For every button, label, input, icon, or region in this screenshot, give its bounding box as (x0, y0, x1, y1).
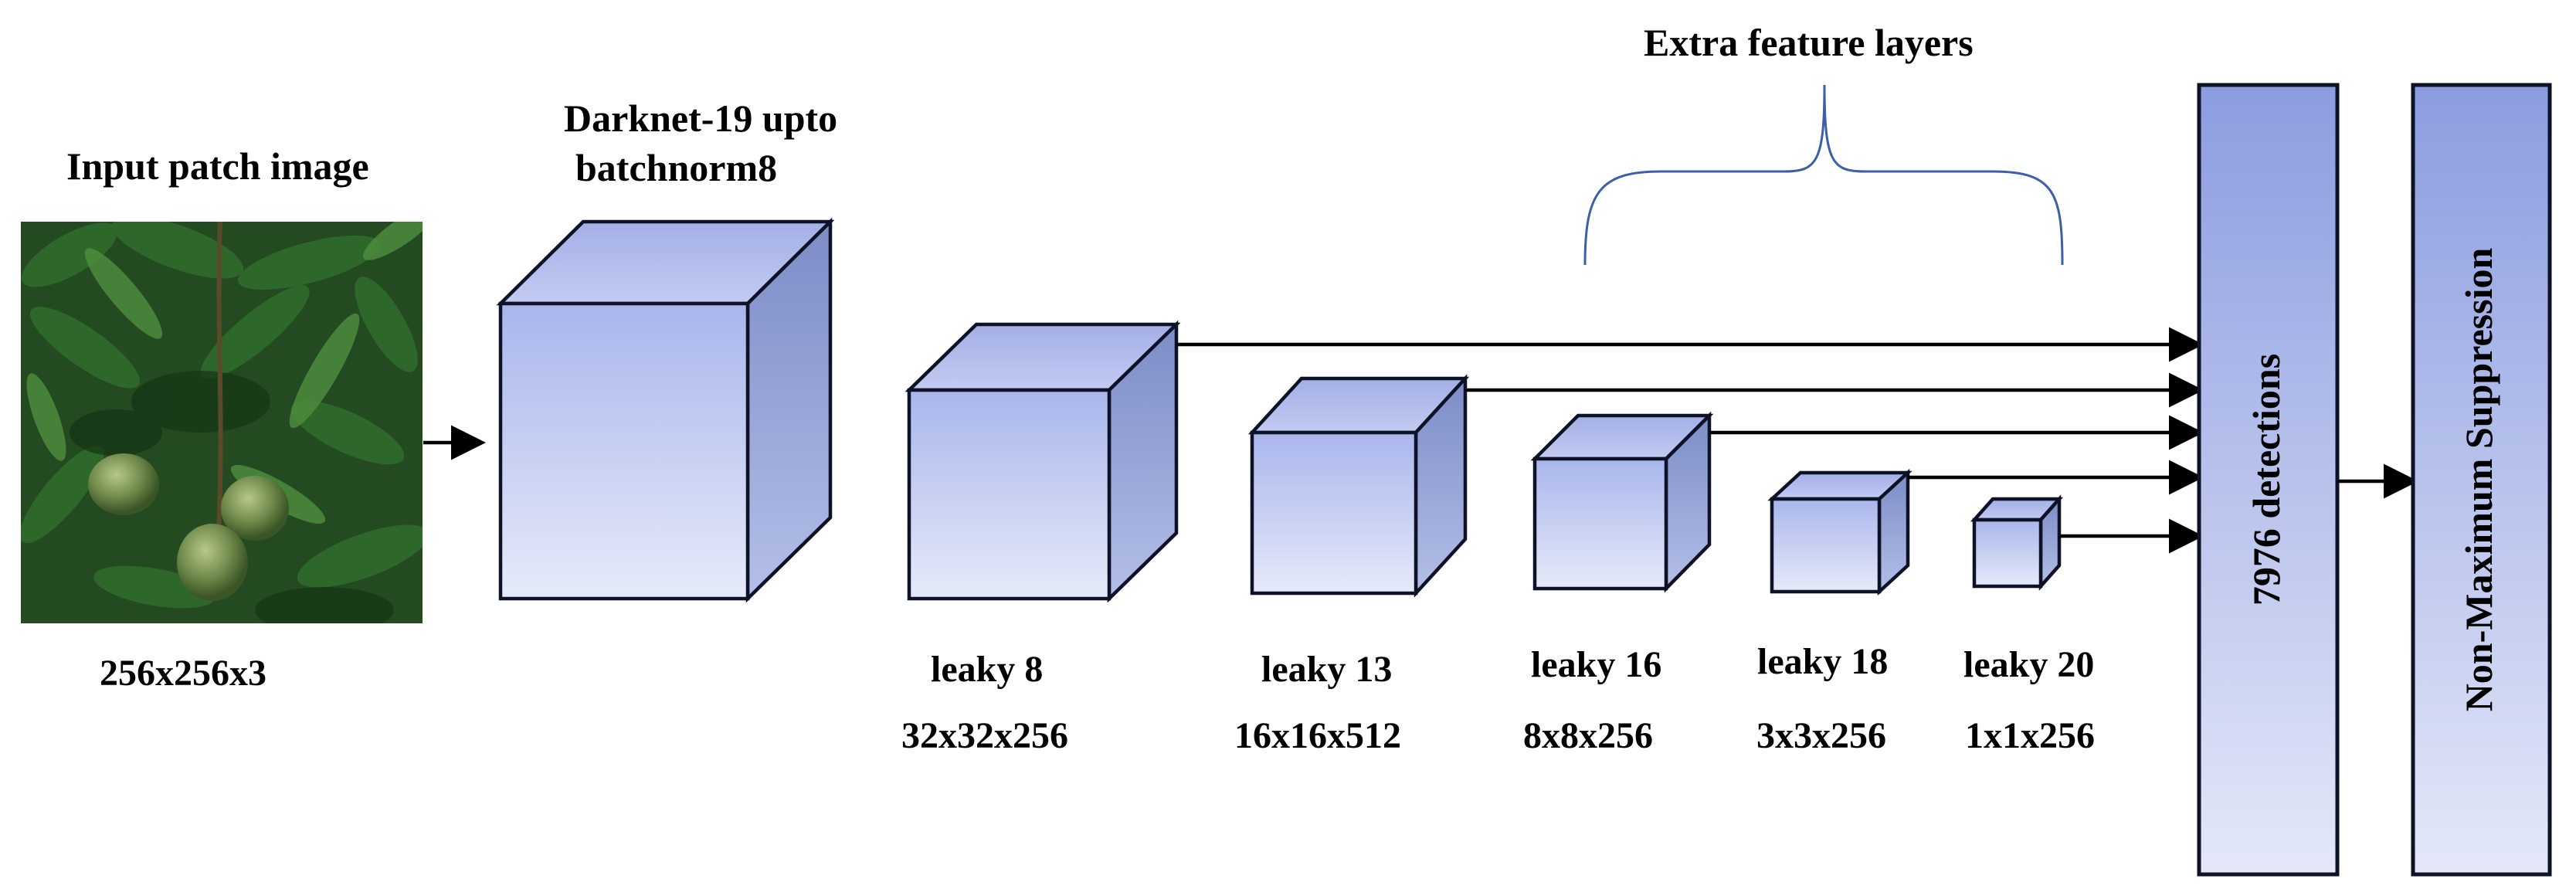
detections-bar (2197, 83, 2340, 877)
leaky-18-cube-front (1770, 497, 1882, 594)
input-title: Input patch image (66, 144, 369, 188)
layer-cube-leaky-13 (1247, 374, 1470, 598)
layer-cube-leaky-8 (904, 320, 1181, 603)
input-patch-image (21, 222, 423, 623)
leaky-8-cube-front (907, 388, 1112, 601)
leaky-20-cube-front (1972, 518, 2043, 589)
input-dims: 256x256x3 (100, 653, 266, 694)
layer-label-leaky-18: leaky 18 (1757, 641, 1888, 682)
nms-label: Non-Maximum Suppression (2457, 248, 2500, 712)
layer-label-leaky-8: leaky 8 (931, 649, 1043, 690)
detections-label: 7976 detections (2245, 354, 2288, 606)
backbone-title-line1: Darknet-19 upto (564, 97, 837, 140)
nms-bar (2411, 83, 2552, 877)
layer-label-leaky-20: leaky 20 (1963, 644, 2094, 685)
layer-cube-leaky-20 (1970, 494, 2064, 591)
leaky-16-cube-front (1532, 456, 1668, 591)
extra-feature-layers-brace (1583, 84, 2064, 266)
layer-label-leaky-16: leaky 16 (1531, 644, 1661, 685)
backbone-title-line2: batchnorm8 (575, 146, 777, 189)
layer-cube-leaky-18 (1767, 468, 1912, 596)
layer-dims-leaky-13: 16x16x512 (1234, 715, 1401, 756)
layer-label-leaky-13: leaky 13 (1261, 649, 1392, 690)
layer-dims-leaky-20: 1x1x256 (1965, 715, 2095, 756)
extra-feature-layers-label: Extra feature layers (1644, 21, 1974, 64)
backbone-cube (496, 217, 835, 603)
layer-dims-leaky-18: 3x3x256 (1756, 715, 1886, 756)
layer-dims-leaky-16: 8x8x256 (1523, 715, 1653, 756)
layer-cube-leaky-16 (1530, 411, 1714, 593)
backbone-cube-front (498, 301, 750, 601)
layer-dims-leaky-8: 32x32x256 (901, 715, 1068, 756)
leaky-13-cube-front (1250, 430, 1418, 596)
